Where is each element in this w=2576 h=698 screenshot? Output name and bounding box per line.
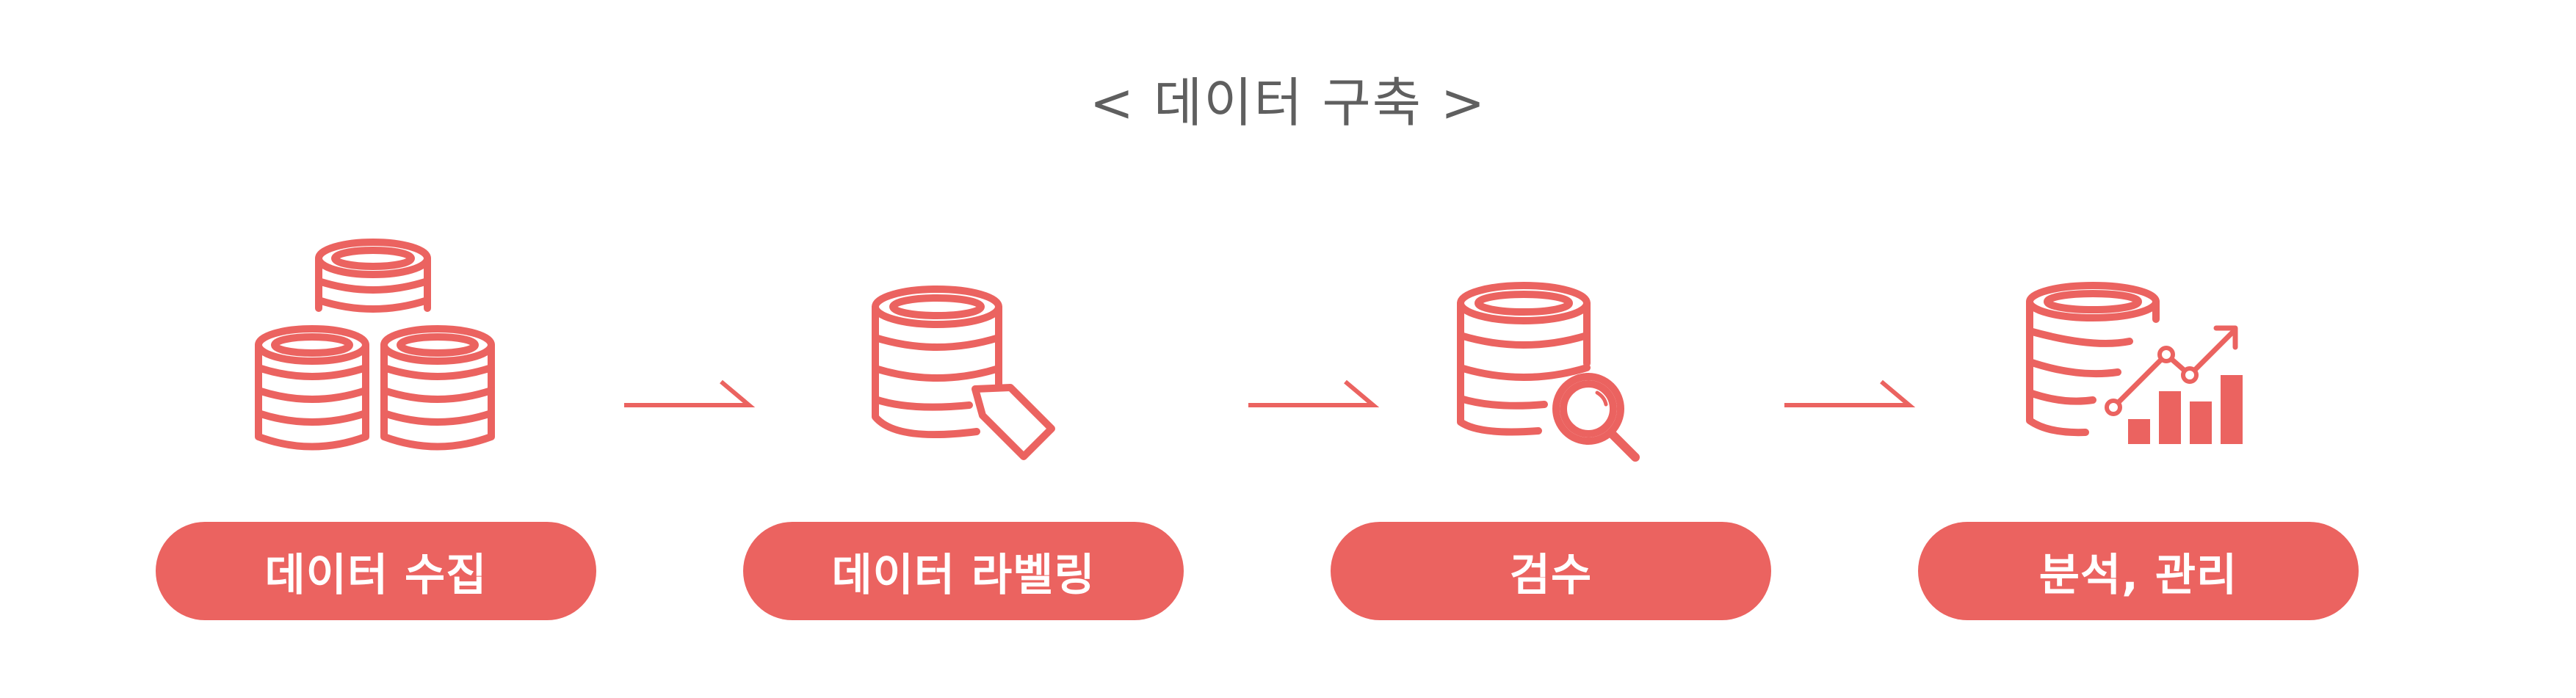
step-label: 데이터 수집 bbox=[264, 549, 488, 601]
step-label: 데이터 라벨링 bbox=[831, 549, 1096, 601]
database-tag-icon bbox=[872, 286, 1055, 460]
step-analysis-management: 분석, 관리 bbox=[1918, 522, 2359, 620]
database-chart-icon bbox=[2026, 282, 2243, 444]
step-data-labeling: 데이터 라벨링 bbox=[743, 522, 1184, 620]
database-search-icon bbox=[1457, 282, 1640, 462]
step-label: 분석, 관리 bbox=[2038, 549, 2238, 601]
arrow-right-icon bbox=[624, 379, 756, 407]
step-label: 검수 bbox=[1509, 549, 1593, 601]
diagram-title: < 데이터 구축 > bbox=[1089, 72, 1487, 134]
arrow-right-icon bbox=[1248, 379, 1380, 407]
arrow-right-icon bbox=[1784, 379, 1916, 407]
step-data-collection: 데이터 수집 bbox=[156, 522, 596, 620]
database-stack-icon bbox=[255, 239, 495, 451]
step-inspection: 검수 bbox=[1331, 522, 1771, 620]
